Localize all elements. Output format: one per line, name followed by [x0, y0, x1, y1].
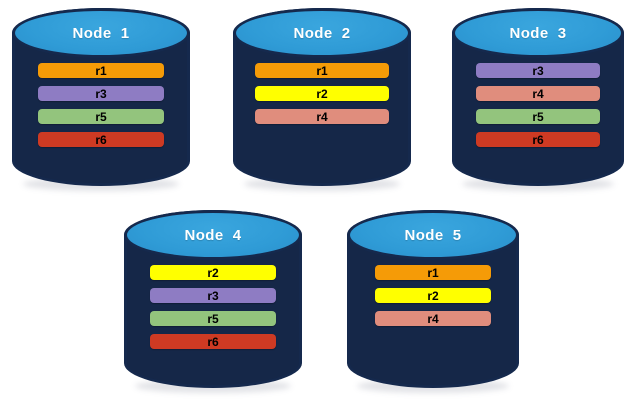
shard-bar[interactable]: r4 — [375, 311, 491, 326]
shard-label: r4 — [316, 109, 328, 124]
shard-bar[interactable]: r2 — [150, 265, 276, 280]
shard-bar[interactable]: r3 — [476, 63, 600, 78]
node-label: Node 1 — [72, 24, 130, 42]
shard-label: r1 — [316, 63, 328, 78]
shard-label: r6 — [95, 132, 107, 147]
shard-bar[interactable]: r1 — [255, 63, 389, 78]
cylinder-top-disc: Node 4 — [124, 210, 302, 260]
shard-bar[interactable]: r4 — [476, 86, 600, 101]
shard-list: r1 r3 r5 r6 — [12, 63, 190, 147]
cylinder-top-disc: Node 5 — [347, 210, 519, 260]
shard-list: r2 r3 r5 r6 — [124, 265, 302, 349]
cylinder-top-disc: Node 2 — [233, 8, 411, 58]
node-label: Node 3 — [509, 24, 567, 42]
cylinder-top-disc: Node 1 — [12, 8, 190, 58]
node-cylinder[interactable]: Node 2 r1 r2 r4 — [233, 8, 411, 191]
shard-bar[interactable]: r1 — [38, 63, 164, 78]
shard-bar[interactable]: r3 — [38, 86, 164, 101]
shard-label: r5 — [207, 311, 219, 326]
node-cylinder[interactable]: Node 3 r3 r4 r5 r6 — [452, 8, 624, 191]
shard-label: r5 — [95, 109, 107, 124]
shard-list: r3 r4 r5 r6 — [452, 63, 624, 147]
node-cylinder[interactable]: Node 1 r1 r3 r5 r6 — [12, 8, 190, 191]
shard-label: r2 — [207, 265, 219, 280]
node-label: Node 5 — [404, 226, 462, 244]
shard-bar[interactable]: r6 — [150, 334, 276, 349]
shard-label: r1 — [427, 265, 439, 280]
shard-label: r3 — [95, 86, 107, 101]
shard-bar[interactable]: r5 — [150, 311, 276, 326]
shard-label: r6 — [532, 132, 544, 147]
shard-bar[interactable]: r5 — [38, 109, 164, 124]
node-label: Node 4 — [184, 226, 242, 244]
cylinder-top-disc: Node 3 — [452, 8, 624, 58]
shard-bar[interactable]: r6 — [38, 132, 164, 147]
shard-label: r4 — [532, 86, 544, 101]
shard-label: r5 — [532, 109, 544, 124]
shard-bar[interactable]: r5 — [476, 109, 600, 124]
shard-bar[interactable]: r1 — [375, 265, 491, 280]
node-cylinder[interactable]: Node 4 r2 r3 r5 r6 — [124, 210, 302, 393]
shard-label: r1 — [95, 63, 107, 78]
node-label: Node 2 — [293, 24, 351, 42]
shard-bar[interactable]: r2 — [255, 86, 389, 101]
shard-label: r2 — [427, 288, 439, 303]
shard-bar[interactable]: r6 — [476, 132, 600, 147]
node-cylinder[interactable]: Node 5 r1 r2 r4 — [347, 210, 519, 393]
shard-label: r3 — [532, 63, 544, 78]
shard-label: r6 — [207, 334, 219, 349]
shard-bar[interactable]: r2 — [375, 288, 491, 303]
shard-list: r1 r2 r4 — [233, 63, 411, 124]
shard-bar[interactable]: r4 — [255, 109, 389, 124]
shard-label: r4 — [427, 311, 439, 326]
shard-label: r2 — [316, 86, 328, 101]
shard-list: r1 r2 r4 — [347, 265, 519, 326]
shard-bar[interactable]: r3 — [150, 288, 276, 303]
shard-label: r3 — [207, 288, 219, 303]
